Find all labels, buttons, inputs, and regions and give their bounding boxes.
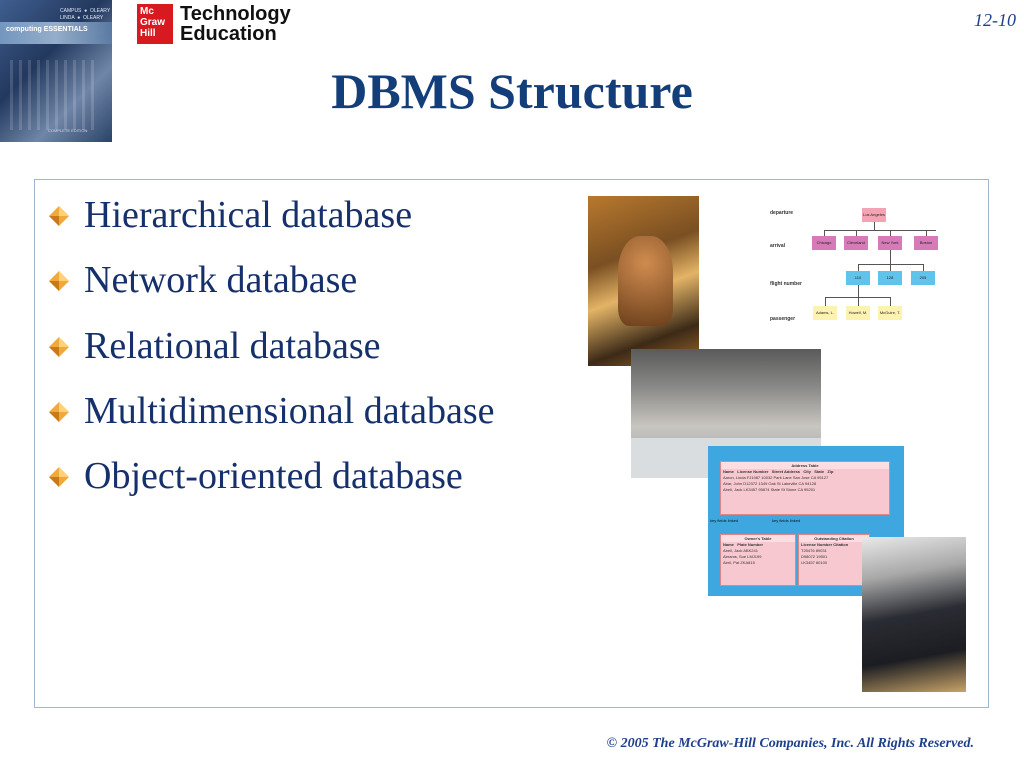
book-title: computing ESSENTIALS [6, 26, 88, 33]
hier-node: Cleveland [844, 236, 868, 250]
mcgraw-hill-mark: Mc Graw Hill [137, 4, 173, 44]
level-label: arrival [770, 243, 786, 249]
level-label: flight number [770, 281, 802, 287]
hierarchical-diagram: departure arrival flight number passenge… [770, 199, 948, 331]
diamond-bullet-icon [49, 206, 69, 226]
bullet-label: Object-oriented database [84, 455, 463, 497]
photo-airport-counter [631, 349, 821, 478]
slide-number: 12-10 [974, 10, 1016, 30]
hier-node: 110 [846, 271, 870, 285]
slide-title: DBMS Structure [331, 63, 693, 119]
relational-diagram: Address Table Name License Number Street… [708, 446, 904, 596]
table-row: Abell, Jack ABK241 [723, 548, 758, 553]
table-row: Aaron, Linda FJ1987 10032 Park Lane San … [723, 475, 829, 480]
hier-node: Howell, M. [846, 306, 870, 320]
hier-node: New York [878, 236, 902, 250]
diamond-bullet-icon [49, 467, 69, 487]
copyright-footer: © 2005 The McGraw-Hill Companies, Inc. A… [606, 736, 974, 751]
content-panel [34, 179, 989, 708]
hier-node: Adams, L. [813, 306, 837, 320]
hier-node: Los Angeles [862, 208, 886, 222]
bullet-label: Multidimensional database [84, 390, 495, 432]
table-row: Abell, Jack LK3457 95874 State St Stone … [723, 487, 816, 492]
diamond-bullet-icon [49, 402, 69, 422]
citation-table: Outstanding Citation License Number Cita… [798, 534, 870, 586]
logo-line-2: Education [180, 23, 277, 45]
hier-node: 205 [911, 271, 935, 285]
diamond-bullet-icon [49, 271, 69, 291]
bullet-label: Hierarchical database [84, 194, 413, 236]
table-row: T25476 89031 [801, 548, 827, 553]
key-fields-label: key fields linked [710, 518, 739, 523]
level-label: departure [770, 210, 794, 216]
photo-athlete [588, 196, 699, 366]
book-subtitle: COMPLETE EDITION [48, 128, 88, 133]
photo-police-officer [862, 537, 966, 692]
logo-line-1: Technology [180, 3, 291, 25]
table-row: D98072 19501 [801, 554, 828, 559]
owner-table: Owner's Table Name Plate Number Abell, J… [720, 534, 796, 586]
level-label: passenger [770, 316, 796, 322]
bullet-label: Network database [84, 259, 358, 301]
hier-node: Boston [914, 236, 938, 250]
hier-node: Chicago [812, 236, 836, 250]
hier-node: McGuire, T. [878, 306, 902, 320]
table-row: Abril, Pat ZKA815 [723, 560, 755, 565]
diamond-bullet-icon [49, 337, 69, 357]
bullet-label: Relational database [84, 325, 381, 367]
publisher-logo: Mc Graw Hill Technology Education [137, 4, 291, 44]
hier-node: 128 [878, 271, 902, 285]
key-fields-label: key fields linked [772, 518, 801, 523]
table-row: Abrams, Sue LMJ199 [723, 554, 762, 559]
table-row: Abar, John D12372 1349 Oak St Lakeville … [723, 481, 817, 486]
address-table: Address Table Name License Number Street… [720, 461, 890, 515]
table-row: LK3457 80100 [801, 560, 828, 565]
